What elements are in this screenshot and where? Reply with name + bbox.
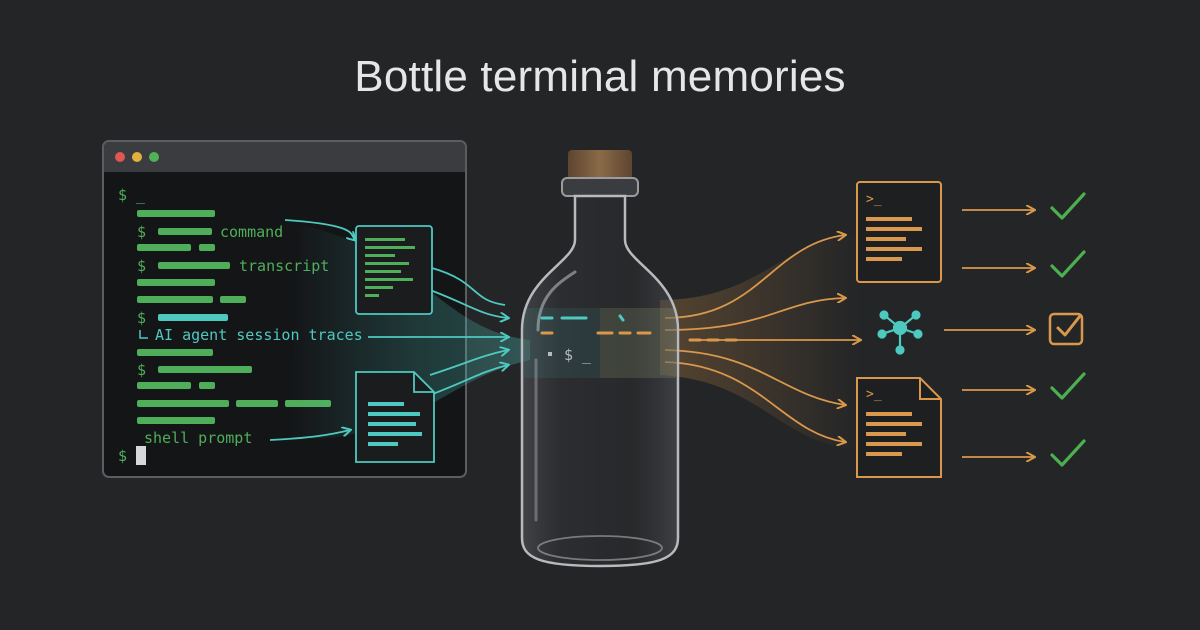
bottle-inner-prompt: $ _ <box>564 346 592 364</box>
tree-branch-icon <box>139 330 148 339</box>
terminal-doc-icon: >_ <box>856 181 942 283</box>
prompt-symbol: $ <box>137 309 146 327</box>
terminal-cursor[interactable] <box>136 446 146 465</box>
window-dot-yellow-icon[interactable] <box>132 152 142 162</box>
prompt-symbol: $ <box>137 223 146 241</box>
prompt-symbol: $ <box>137 257 146 275</box>
prompt-symbol: $ <box>137 361 146 379</box>
network-node-icon <box>877 310 923 355</box>
highlighted-line <box>158 314 228 321</box>
window-dot-green-icon[interactable] <box>149 152 159 162</box>
cork <box>568 150 632 184</box>
window-dot-red-icon[interactable] <box>115 152 125 162</box>
page-title: Bottle terminal memories <box>354 52 846 101</box>
terminal-cursor-line: $ _ <box>118 186 146 204</box>
transcript-doc-icon <box>355 225 433 315</box>
checkmark-icon <box>1050 372 1086 400</box>
terminal-doc-icon: >_ <box>856 377 942 478</box>
svg-text:>_: >_ <box>866 387 882 402</box>
result-arrows <box>944 210 1034 457</box>
file-doc-icon <box>355 371 435 463</box>
checkmark-icon <box>1050 192 1086 220</box>
checkbox-icon[interactable] <box>1048 312 1084 346</box>
prompt-symbol: $ <box>118 447 127 465</box>
svg-text:>_: >_ <box>866 192 882 207</box>
bottle-icon: $ _ <box>520 150 680 568</box>
input-flows <box>269 219 530 441</box>
output-flows <box>660 235 860 450</box>
checkmark-icon <box>1050 439 1086 467</box>
label-shell-prompt: shell prompt <box>144 429 252 447</box>
label-command: command <box>220 223 283 241</box>
checkmark-icon <box>1050 250 1086 278</box>
